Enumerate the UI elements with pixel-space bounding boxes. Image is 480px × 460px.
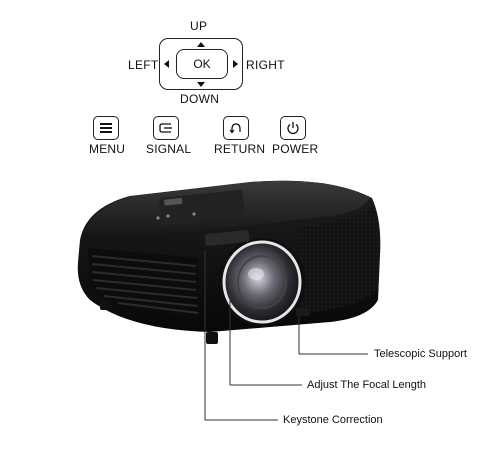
direction-pad[interactable]	[159, 38, 243, 90]
menu-button[interactable]	[93, 116, 119, 140]
menu-label: MENU	[89, 142, 126, 156]
signal-label: SIGNAL	[146, 142, 192, 156]
focal-length-label: Adjust The Focal Length	[307, 379, 427, 391]
telescopic-foot	[296, 308, 310, 316]
return-icon	[229, 123, 241, 134]
front-foot-right	[206, 332, 218, 344]
signal-icon	[159, 123, 172, 133]
arrow-right-icon[interactable]	[233, 60, 238, 68]
down-label: DOWN	[180, 92, 220, 106]
front-foot-left	[100, 300, 110, 310]
keystone-correction-label: Keystone Correction	[283, 414, 383, 426]
left-label: LEFT	[128, 58, 159, 72]
up-label: UP	[190, 19, 208, 33]
right-label: RIGHT	[246, 58, 285, 72]
menu-icon	[100, 123, 112, 133]
ok-button[interactable]: OK	[176, 49, 228, 79]
telescopic-support-label: Telescopic Support	[374, 348, 467, 360]
signal-button[interactable]	[153, 116, 179, 140]
power-button[interactable]	[280, 116, 306, 140]
power-icon	[287, 122, 299, 135]
lens	[222, 240, 302, 324]
return-label: RETURN	[214, 142, 266, 156]
ok-label: OK	[193, 57, 211, 71]
arrow-down-icon[interactable]	[197, 82, 205, 87]
power-label: POWER	[272, 142, 319, 156]
arrow-up-icon[interactable]	[197, 42, 205, 47]
return-button[interactable]	[223, 116, 249, 140]
arrow-left-icon[interactable]	[164, 60, 169, 68]
